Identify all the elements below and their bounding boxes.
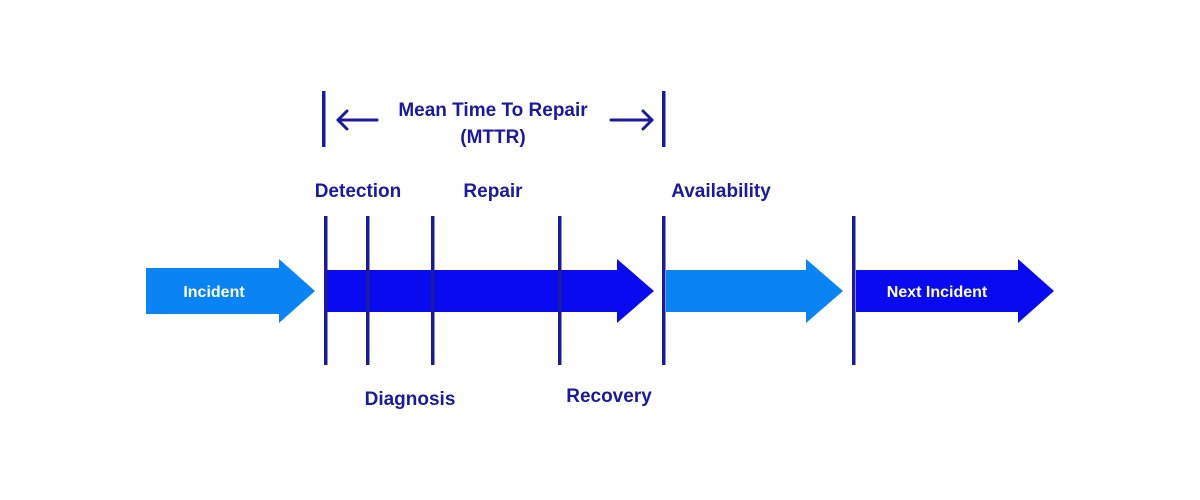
availability-arrow [666, 259, 843, 323]
stage-label-detection: Detection [315, 181, 402, 202]
mttr-abbreviation: (MTTR) [460, 127, 525, 148]
mttr-left-arrow-icon [336, 109, 379, 131]
diagnosis-divider [366, 216, 370, 365]
stage-label-recovery: Recovery [566, 386, 652, 407]
next-incident-divider [852, 216, 856, 365]
mttr-title: Mean Time To Repair [398, 100, 588, 121]
repair-phase-arrow [326, 259, 654, 323]
incident-label: Incident [183, 284, 245, 301]
recovery-divider [558, 216, 562, 365]
mttr-bracket-right [662, 91, 666, 147]
next-incident-arrow [856, 259, 1054, 323]
detection-start-divider [324, 216, 328, 365]
stage-label-diagnosis: Diagnosis [365, 389, 456, 410]
stage-label-repair: Repair [463, 181, 523, 202]
mttr-bracket-left [322, 91, 326, 147]
stage-label-availability: Availability [671, 181, 771, 202]
availability-divider [662, 216, 666, 365]
mttr-right-arrow-icon [609, 109, 654, 131]
incident-arrow [146, 259, 315, 323]
next-incident-label: Next Incident [887, 284, 988, 301]
repair-divider [431, 216, 435, 365]
